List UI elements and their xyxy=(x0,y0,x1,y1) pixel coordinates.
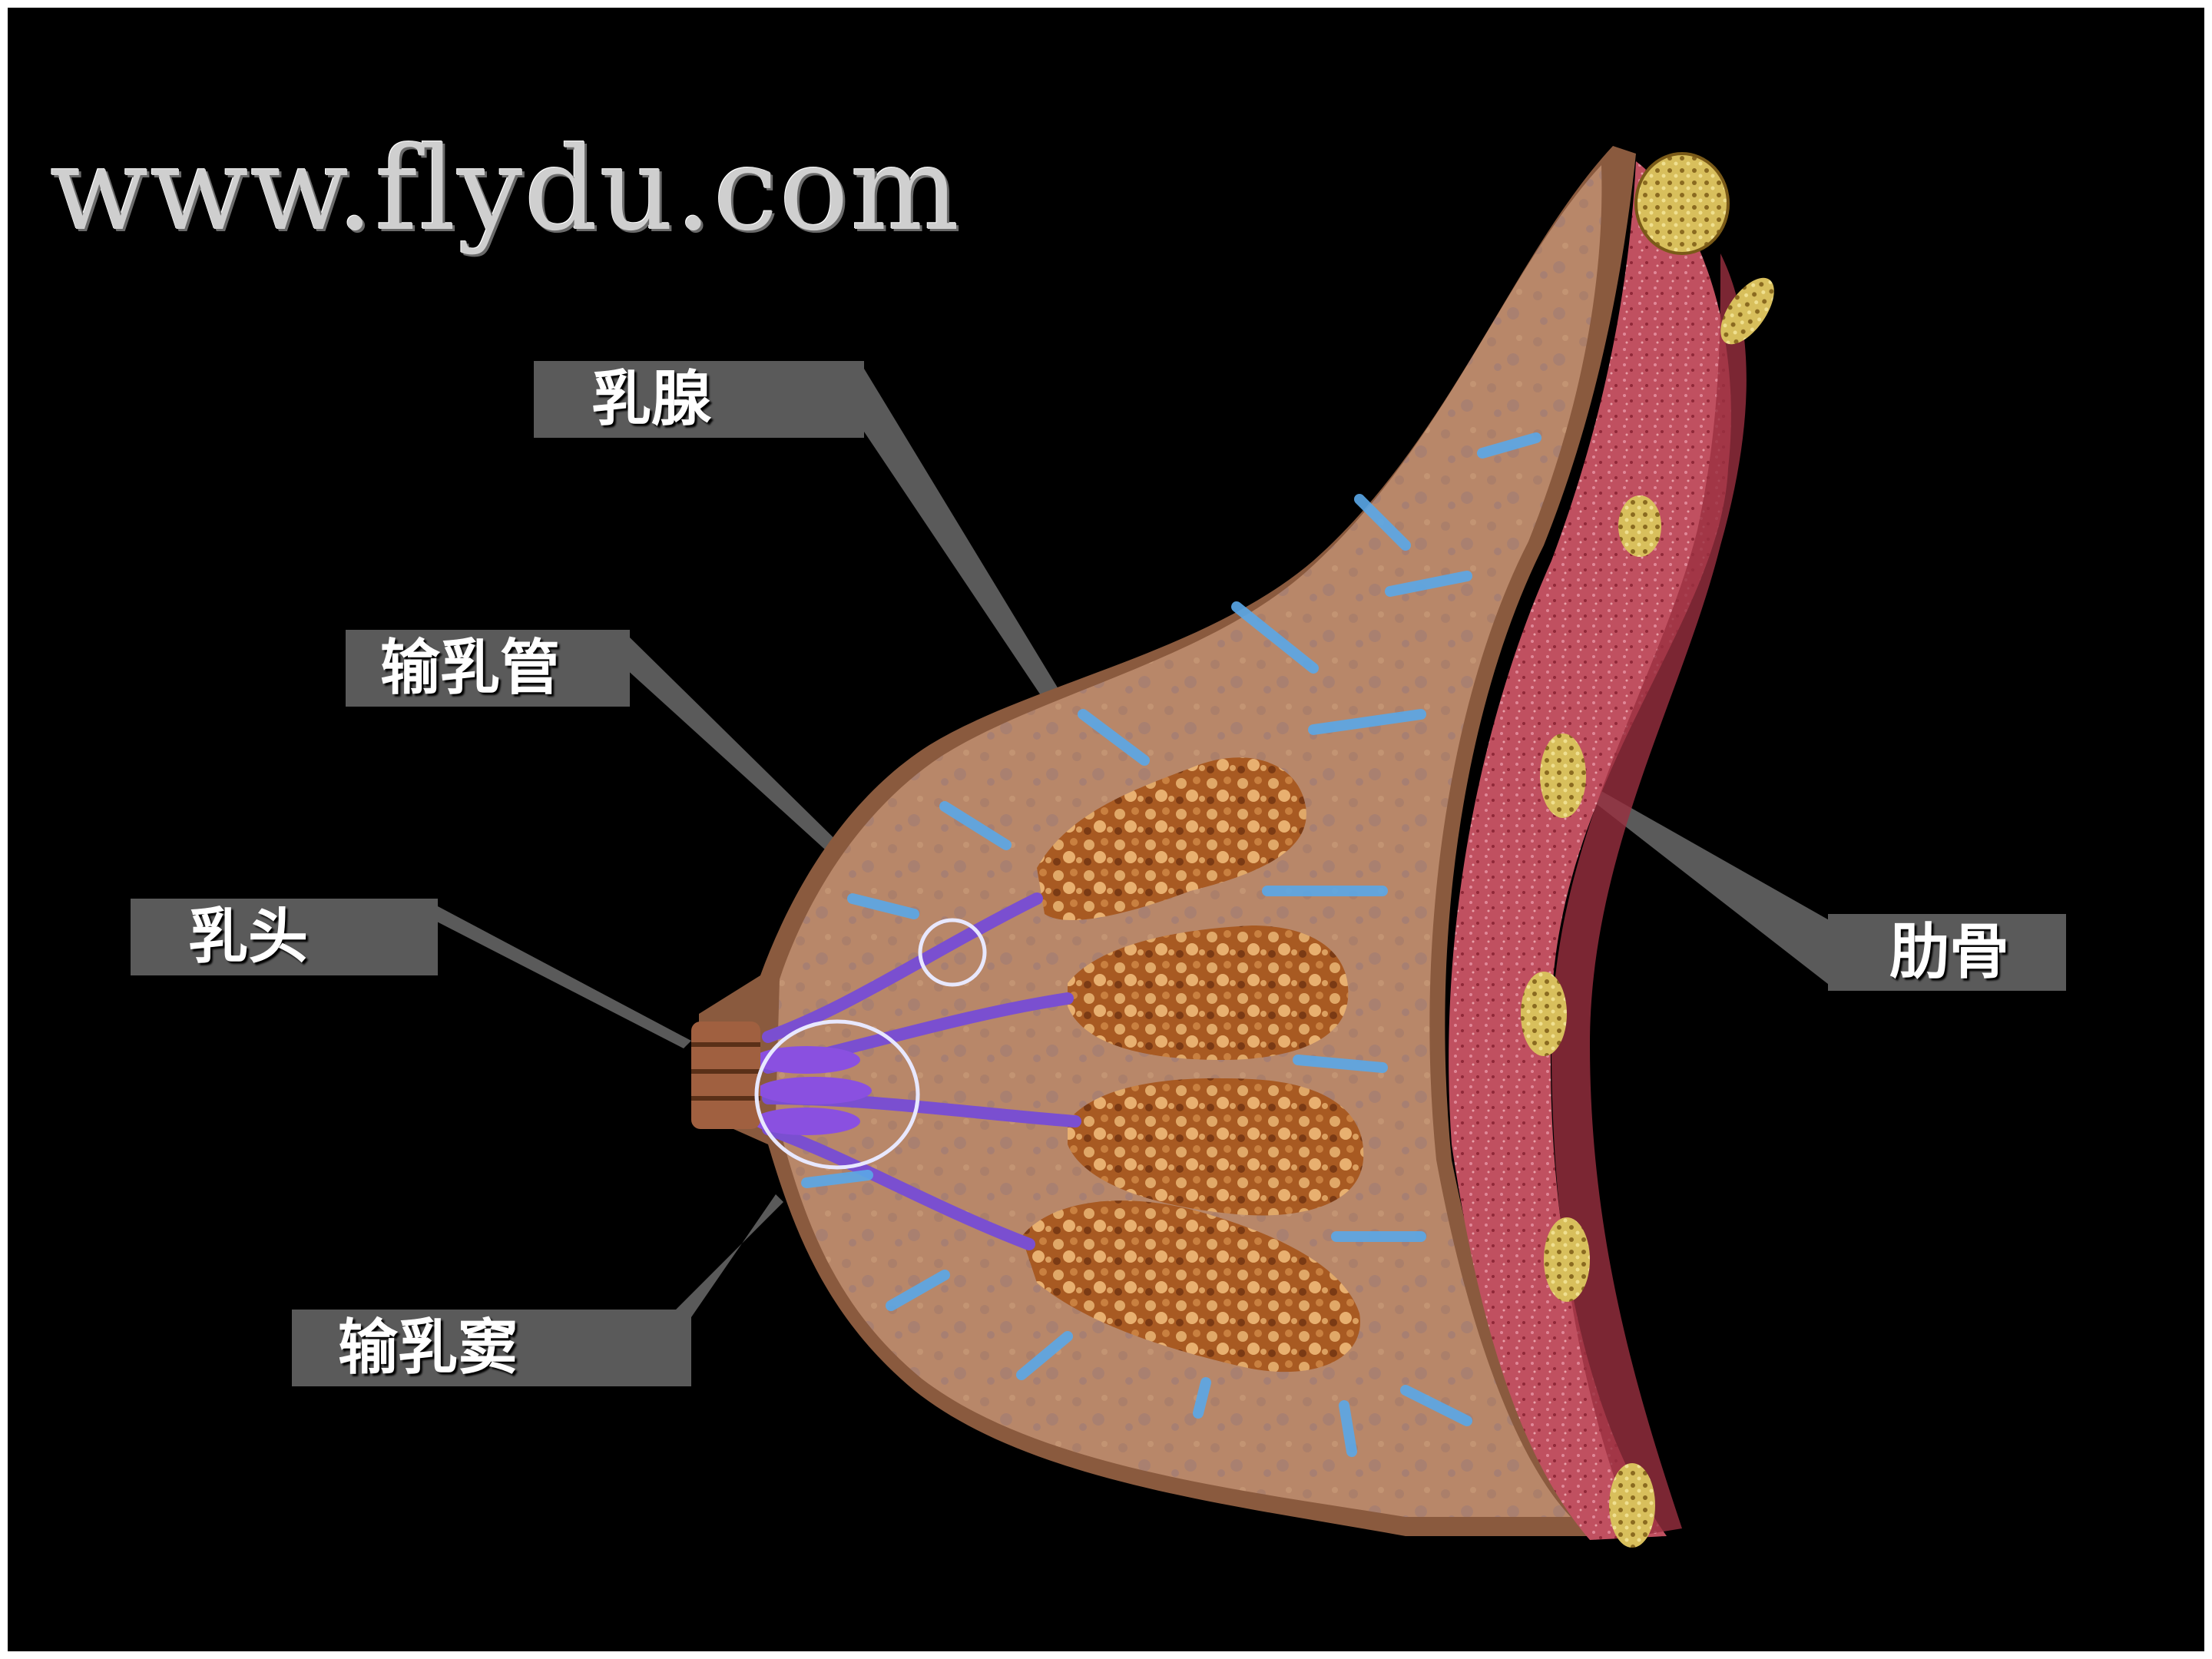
lobule xyxy=(1022,1200,1360,1373)
lobule xyxy=(1068,926,1349,1060)
nipple-structure xyxy=(691,1022,760,1129)
lobule xyxy=(1068,1078,1364,1216)
rib-icon xyxy=(1618,495,1661,557)
rib-icon xyxy=(1609,1463,1655,1548)
rib-bones xyxy=(1521,152,1774,1548)
leader-mammary-gland xyxy=(822,369,1071,718)
rib-icon xyxy=(1544,1217,1590,1302)
rib-icon xyxy=(1540,733,1586,818)
breast-anatomy-illustration xyxy=(407,146,1832,1548)
label-rib: 肋骨 xyxy=(1828,914,2066,991)
diagram-canvas: www.flydu.com 乳腺 输乳管 乳头 输乳窦 肋骨 xyxy=(8,8,2204,1651)
leader-lactiferous-duct xyxy=(591,637,853,864)
lobule xyxy=(1037,757,1306,921)
label-lactiferous-duct: 输乳管 xyxy=(346,630,630,707)
pectoral-muscle xyxy=(1449,161,1731,1540)
leader-lactiferous-sinus xyxy=(668,1194,783,1317)
rib-icon xyxy=(1634,152,1730,255)
label-nipple: 乳头 xyxy=(131,899,438,975)
duct xyxy=(762,892,1043,1043)
rib-icon xyxy=(1720,277,1774,345)
callout-leaders xyxy=(407,369,1832,1317)
sinus-highlight-circle xyxy=(754,1019,920,1170)
duct-highlight-circle xyxy=(918,918,987,987)
label-mammary-gland: 乳腺 xyxy=(534,361,864,438)
rib-icon xyxy=(1521,972,1567,1056)
intercostal-muscle xyxy=(1551,253,1747,1536)
leader-nipple xyxy=(407,906,691,1048)
gland-lobules xyxy=(1022,757,1364,1373)
lactiferous-sinus-detail xyxy=(753,1046,872,1135)
watermark-text: www.flydu.com xyxy=(50,123,962,257)
blue-vessels xyxy=(801,432,1541,1457)
leader-rib xyxy=(1590,791,1832,987)
label-lactiferous-sinus: 输乳窦 xyxy=(292,1310,691,1386)
duct xyxy=(762,1123,1035,1250)
